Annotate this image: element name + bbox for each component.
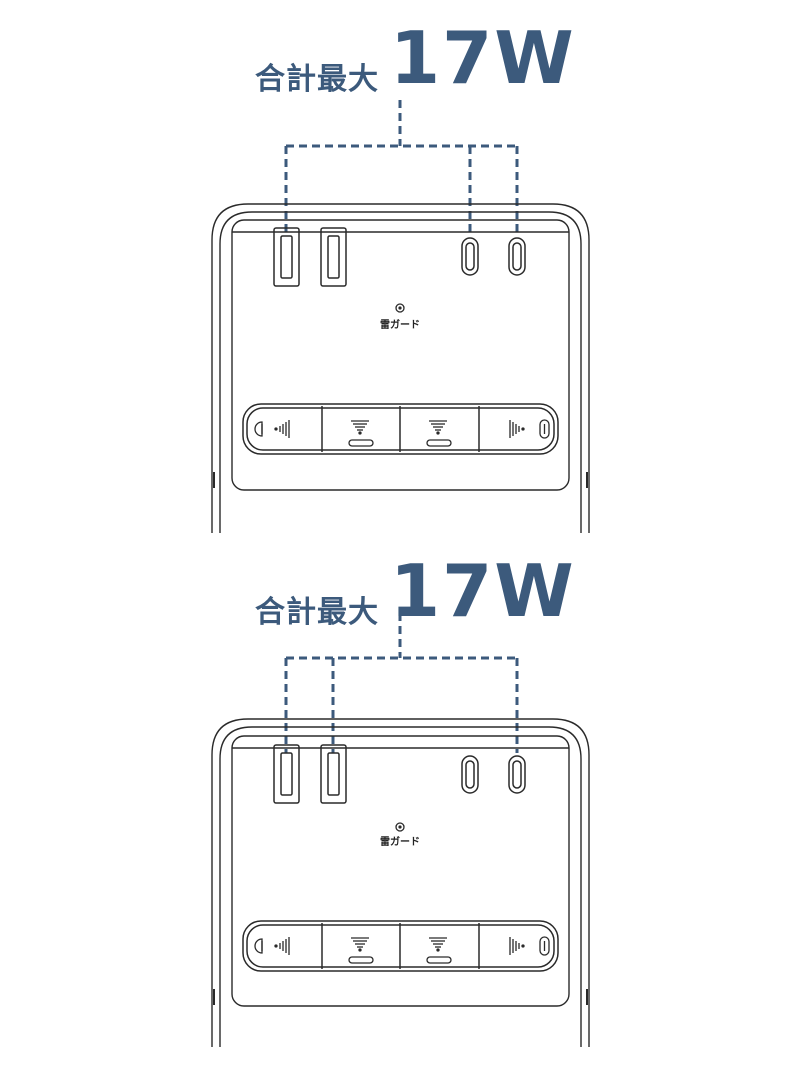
usb-c-port-1: [461, 755, 479, 794]
heading-prefix: 合計最大: [255, 595, 379, 630]
power-strip-diagram: [211, 100, 590, 533]
outlet-4-icon: [509, 419, 550, 439]
usb-a-port-2: [320, 744, 347, 804]
panel-bottom: 合計最大 17W: [0, 533, 800, 1066]
heading-prefix: 合計最大: [255, 62, 379, 97]
panel-top: 合計最大 17W: [0, 0, 800, 533]
heading: 合計最大 17W: [0, 551, 800, 631]
outlet-strip: [242, 403, 559, 455]
heading-value: 17W: [390, 16, 576, 100]
device-body: [211, 203, 590, 533]
outlet-1-icon: [254, 420, 290, 438]
connector-lines: [284, 613, 519, 753]
outlet-4-icon: [509, 936, 550, 956]
heading-value: 17W: [390, 549, 576, 633]
guard-label: 雷ガード: [380, 320, 420, 331]
outlet-strip: [242, 920, 559, 972]
outer-shell: [211, 718, 590, 1047]
guard-label: 雷ガード: [380, 837, 420, 848]
usb-a-port-1: [273, 227, 300, 287]
heading: 合計最大 17W: [0, 18, 800, 98]
outlet-2-icon: [348, 937, 374, 964]
device-body: [211, 718, 590, 1047]
guard-indicator-icon: [395, 303, 405, 313]
usb-c-port-2: [508, 237, 526, 276]
guard-indicator-icon: [395, 822, 405, 832]
outlet-3-icon: [426, 420, 452, 447]
outer-shell-inner: [219, 211, 582, 533]
face-plate: [231, 735, 570, 1007]
usb-c-port-1: [461, 237, 479, 276]
power-strip-diagram: [211, 613, 590, 1047]
outlet-1-icon: [254, 937, 290, 955]
outer-shell-inner: [219, 726, 582, 1047]
usb-c-port-2: [508, 755, 526, 794]
face-plate: [231, 219, 570, 491]
outer-shell: [211, 203, 590, 533]
connector-lines: [284, 100, 519, 234]
usb-a-port-2: [320, 227, 347, 287]
outlet-3-icon: [426, 937, 452, 964]
usb-a-port-1: [273, 744, 300, 804]
outlet-2-icon: [348, 420, 374, 447]
